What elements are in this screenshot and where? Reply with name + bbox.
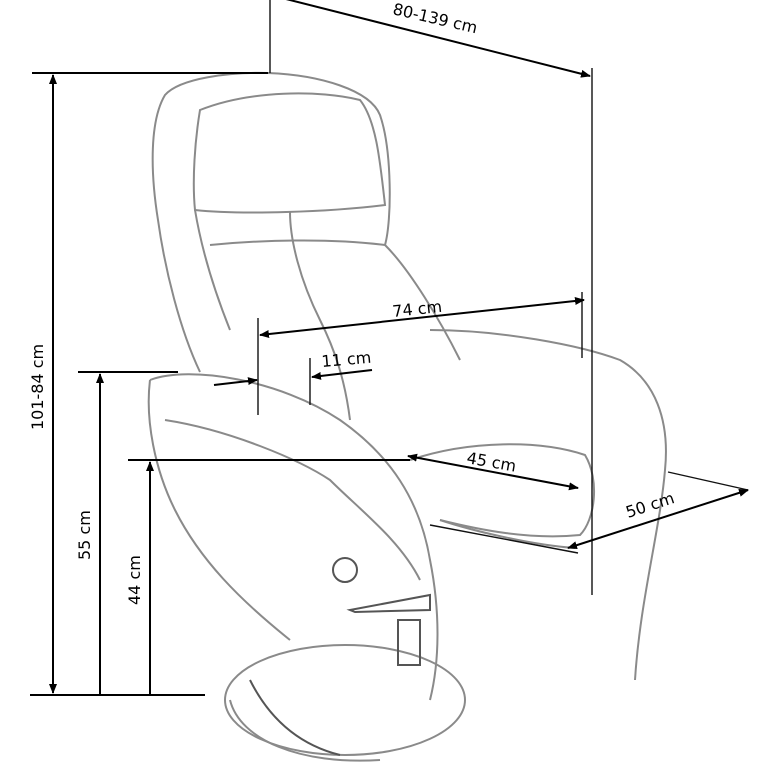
label-seat-height: 44 cm xyxy=(125,555,144,605)
chair-outline xyxy=(147,71,667,762)
label-total-height: 101-84 cm xyxy=(28,344,47,430)
label-seat-depth: 45 cm xyxy=(465,448,517,475)
label-armrest-width: 11 cm xyxy=(321,348,372,371)
dimension-lines xyxy=(30,0,749,696)
label-armrest-height: 55 cm xyxy=(75,510,94,560)
label-reclined-length: 80-139 cm xyxy=(391,0,479,37)
label-footrest-depth: 50 cm xyxy=(623,488,676,521)
label-seat-width: 74 cm xyxy=(391,297,443,321)
